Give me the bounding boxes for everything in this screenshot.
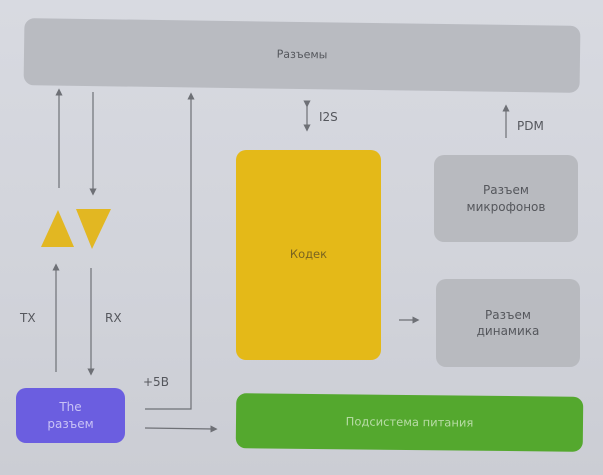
mic-connector-label-1: Разъем <box>483 183 529 198</box>
tx-label: TX <box>20 311 36 325</box>
codec-label: Кодек <box>289 247 328 262</box>
speaker-connector-block: Разъем динамика <box>436 279 580 367</box>
the-connector-block: The разъем <box>16 388 125 443</box>
connectors-bar: Разъемы <box>23 18 581 93</box>
power-arrow <box>144 425 218 433</box>
mic-connector-block: Разъем микрофонов <box>434 155 578 242</box>
the-connector-label-2: разъем <box>47 416 94 431</box>
speaker-connector-label-2: динамика <box>476 324 540 338</box>
triangle-down-icon <box>76 209 111 249</box>
plus5v-label: +5В <box>143 375 169 389</box>
triangle-up-icon <box>41 210 74 247</box>
the-connector-label-1: The <box>59 400 82 415</box>
mic-connector-label-2: микрофонов <box>466 199 546 214</box>
i2s-label: I2S <box>319 110 338 124</box>
rx-label: RX <box>105 311 122 325</box>
power-subsystem-label: Подсистема питания <box>345 414 474 430</box>
pdm-label: PDM <box>517 119 544 133</box>
connectors-bar-label: Разъемы <box>276 47 328 62</box>
power-subsystem-block: Подсистема питания <box>235 393 584 452</box>
plus5v-line <box>145 92 195 410</box>
codec-block: Кодек <box>236 150 381 360</box>
speaker-connector-label-1: Разъем <box>485 307 531 322</box>
